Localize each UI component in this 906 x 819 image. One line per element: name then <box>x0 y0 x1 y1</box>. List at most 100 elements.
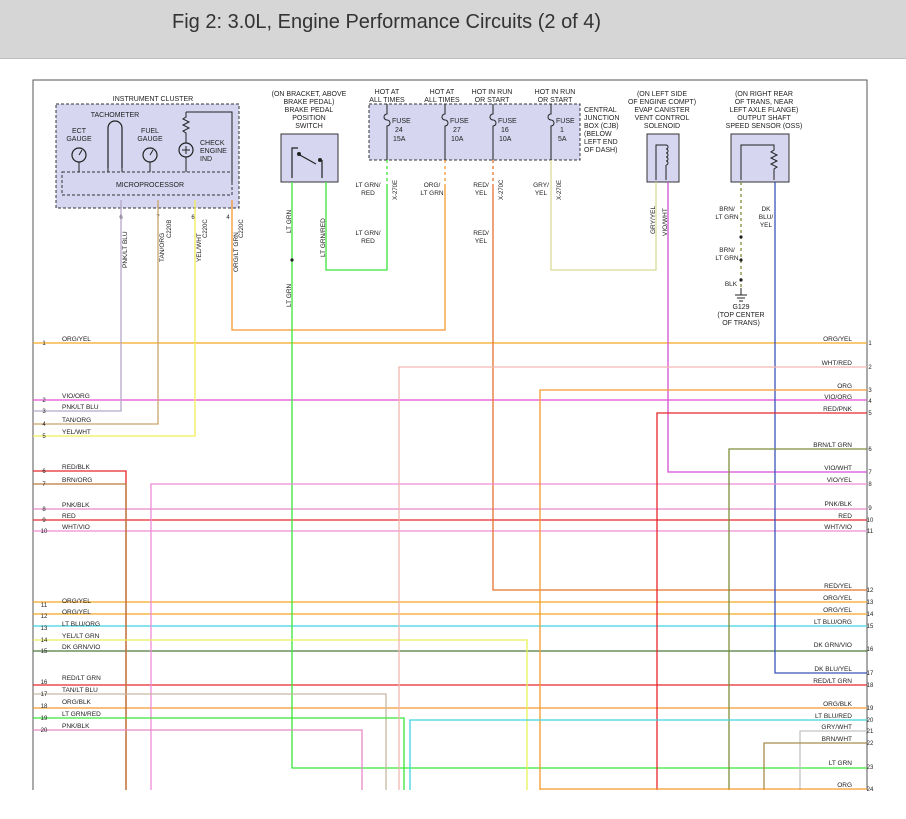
left-pin-number: 12 <box>41 614 48 620</box>
wire-label: ORG/LT GRN <box>420 182 444 197</box>
wire-brn-org <box>33 483 127 790</box>
right-pin-label: VIO/WHT <box>824 465 852 472</box>
right-pin-label: RED/PNK <box>823 406 853 413</box>
wire-label: LT GRN/RED <box>355 182 380 197</box>
left-pin-number: 15 <box>41 649 48 655</box>
wire-brn-wht <box>763 742 867 790</box>
left-pin-label: VIO/ORG <box>62 393 90 400</box>
left-pin-number: 3 <box>42 409 46 415</box>
right-pin-number: 1 <box>868 341 872 347</box>
wire-lt-grn-red <box>325 182 388 271</box>
wire-label: PNK/LT BLU <box>122 231 129 268</box>
title-bar: Fig 2: 3.0L, Engine Performance Circuits… <box>0 0 906 59</box>
right-pin-number: 19 <box>867 706 874 712</box>
left-pin-number: 20 <box>41 728 48 734</box>
left-pin-number: 16 <box>41 680 48 686</box>
right-pin-label: LT BLU/ORG <box>814 619 852 626</box>
left-pin-label: ORG/YEL <box>62 609 91 616</box>
left-pin-label: RED/BLK <box>62 464 90 471</box>
wire-label: LT GRN <box>286 283 293 307</box>
wire-org-lt-grn <box>231 186 446 331</box>
left-pin-number: 11 <box>41 603 48 609</box>
wire-lt-grn-red-19 <box>33 717 405 790</box>
right-pin-number: 7 <box>868 470 872 476</box>
right-pin-number: 13 <box>867 600 874 606</box>
diagram-frame <box>32 79 868 790</box>
left-pin-label: DK GRN/VIO <box>62 644 100 651</box>
right-pin-number: 6 <box>868 447 872 453</box>
wire-yel-lt-grn <box>33 639 528 790</box>
wire-label: ORG/LT GRN <box>233 232 240 272</box>
wire-red-yel <box>492 186 867 591</box>
right-pin-label: ORG <box>837 383 852 390</box>
right-pin-label: PNK/BLK <box>825 501 853 508</box>
wire-pnk-blk-20 <box>33 729 363 790</box>
wire-vio-yel <box>150 483 867 790</box>
wire-label: RED/YEL <box>473 182 489 197</box>
wire-label: BRN/LT GRN <box>715 247 739 262</box>
microprocessor-label: MICROPROCESSOR <box>116 182 184 189</box>
wire-lt-blu-red <box>409 719 867 790</box>
left-pin-number: 5 <box>42 434 46 440</box>
resistor-icon <box>181 112 191 143</box>
page-title: Fig 2: 3.0L, Engine Performance Circuits… <box>172 11 602 33</box>
wire-label: TAN/ORG <box>159 233 166 262</box>
connector-label: C220C <box>203 219 209 238</box>
switch-icon <box>291 147 323 178</box>
connector-label: C220B <box>167 220 173 238</box>
wires <box>33 160 867 790</box>
wire-brn-lt-grn <box>728 448 867 790</box>
pin-label: 6 <box>191 215 195 221</box>
wire-label: YEL/WHT <box>196 233 203 262</box>
wire-label: LT GRN/RED <box>355 230 380 245</box>
left-pin-label: BRN/ORG <box>62 477 92 484</box>
right-pin-number: 23 <box>867 765 874 771</box>
left-pin-number: 18 <box>41 704 48 710</box>
left-pin-label: YEL/LT GRN <box>62 633 100 640</box>
connector-label: X-270C <box>499 179 505 200</box>
wire-label: VIO/WHT <box>662 208 669 236</box>
left-pin-number: 10 <box>41 529 48 535</box>
wire-label: GRY/YEL <box>650 206 657 234</box>
right-pin-number: 17 <box>867 671 874 677</box>
splice-dot <box>739 258 743 262</box>
left-pin-label: PNK/BLK <box>62 723 90 730</box>
left-pin-label: LT GRN/RED <box>62 711 101 718</box>
right-pin-label: ORG/YEL <box>823 595 852 602</box>
left-pin-number: 17 <box>41 692 48 698</box>
left-pin-number: 9 <box>42 518 46 524</box>
right-pin-number: 12 <box>867 588 874 594</box>
right-pin-number: 16 <box>867 647 874 653</box>
right-pin-label: WHT/RED <box>822 360 853 367</box>
connector-label: X-270E <box>557 180 563 200</box>
right-pin-label: ORG/BLK <box>823 701 853 708</box>
right-pin-label: WHT/VIO <box>824 524 852 531</box>
cluster-label: INSTRUMENT CLUSTER <box>113 96 193 103</box>
left-pin-number: 1 <box>42 341 46 347</box>
wire-tan-org <box>33 200 159 425</box>
wire-label: RED/YEL <box>473 230 489 245</box>
right-pin-number: 2 <box>868 365 872 371</box>
left-pin-label: TAN/ORG <box>62 417 91 424</box>
right-pin-label: ORG/YEL <box>823 607 852 614</box>
splice-dot <box>739 278 743 282</box>
wire-pnk-lt-blu <box>33 200 122 412</box>
connector-label: X-270E <box>393 180 399 200</box>
right-pin-label: RED/YEL <box>824 583 852 590</box>
left-pin-number: 4 <box>42 422 46 428</box>
wire-gry-yel <box>550 160 657 271</box>
left-pin-label: ORG/BLK <box>62 699 92 706</box>
